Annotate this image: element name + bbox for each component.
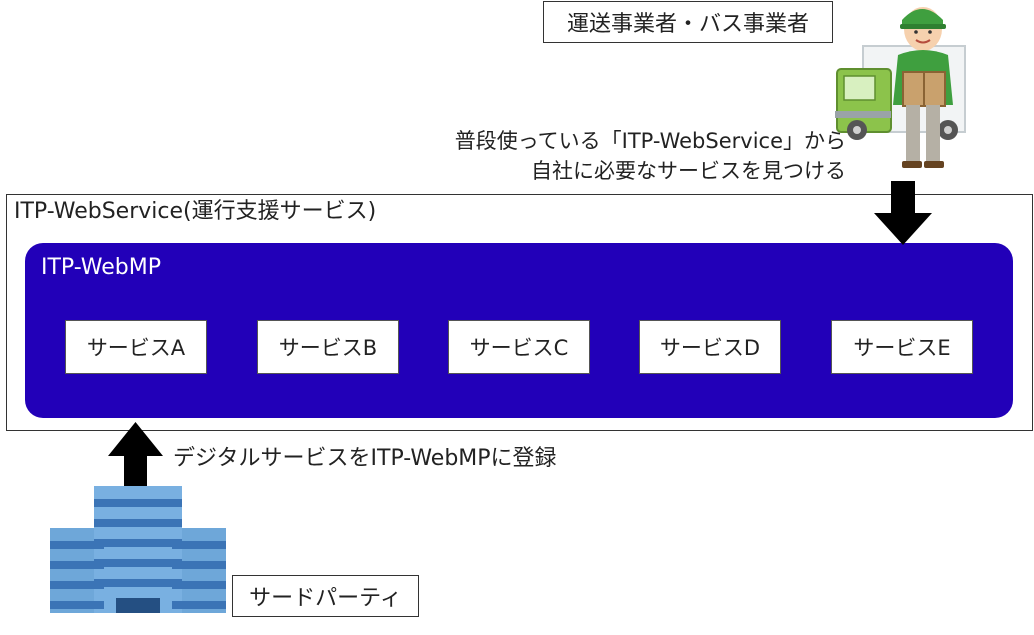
third-party-label: サードパーティ xyxy=(232,575,419,617)
service-e-box: サービスE xyxy=(831,320,973,374)
arrow-up-icon xyxy=(108,422,163,487)
usage-message: 普段使っている「ITP-WebService」から 自社に必要なサービスを見つけ… xyxy=(455,126,846,186)
itp-webmp-title: ITP-WebMP xyxy=(41,255,161,280)
service-d-box: サービスD xyxy=(639,320,781,374)
registration-message: デジタルサービスをITP-WebMPに登録 xyxy=(173,446,557,471)
usage-message-line-2: 自社に必要なサービスを見つける xyxy=(531,159,846,183)
itp-webservice-title: ITP-WebService(運行支援サービス) xyxy=(14,199,377,224)
service-c-label: サービスC xyxy=(469,336,569,360)
service-d-label: サービスD xyxy=(659,336,761,360)
office-building-icon xyxy=(50,486,226,613)
arrow-down-icon xyxy=(874,181,932,245)
operator-label-text: 運送事業者・バス事業者 xyxy=(566,12,809,37)
third-party-label-text: サードパーティ xyxy=(249,586,402,611)
delivery-worker-truck-icon xyxy=(835,7,966,168)
operator-label: 運送事業者・バス事業者 xyxy=(543,1,833,43)
usage-message-line-1: 普段使っている「ITP-WebService」から xyxy=(454,129,846,153)
service-b-box: サービスB xyxy=(257,320,399,374)
service-b-label: サービスB xyxy=(278,336,378,360)
service-a-box: サービスA xyxy=(65,320,207,374)
service-c-box: サービスC xyxy=(448,320,590,374)
service-a-label: サービスA xyxy=(86,336,186,360)
service-e-label: サービスE xyxy=(853,336,951,360)
